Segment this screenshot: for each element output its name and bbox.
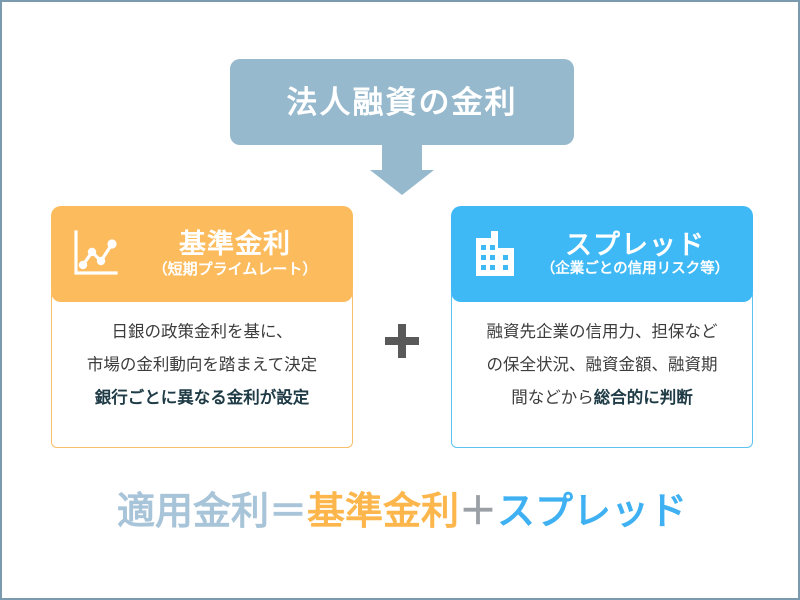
card-spread-header: スプレッド （企業ごとの信用リスク等） (451, 206, 753, 302)
card-spread-body-line-1: 融資先企業の信用力、担保など (486, 323, 718, 341)
card-base-rate: 基準金利 （短期プライムレート） 日銀の政策金利を基に、 市場の金利動向を踏まえ… (51, 206, 353, 448)
card-spread-body-line-3-normal: 間などから (511, 389, 594, 407)
card-spread-body-line-3: 間などから総合的に判断 (462, 382, 742, 415)
formula-spread: スプレッド (497, 491, 688, 533)
line-chart-icon (67, 225, 123, 283)
card-spread-body-line-2: の保全状況、融資金額、融資期 (486, 356, 718, 374)
card-base-rate-body-line-3: 銀行ごとに異なる金利が設定 (94, 389, 310, 407)
card-spread: スプレッド （企業ごとの信用リスク等） 融資先企業の信用力、担保など の保全状況… (451, 206, 753, 448)
card-spread-headtext: スプレッド （企業ごとの信用リスク等） (523, 230, 753, 279)
card-base-rate-header: 基準金利 （短期プライムレート） (51, 206, 353, 302)
card-base-rate-body: 日銀の政策金利を基に、 市場の金利動向を踏まえて決定 銀行ごとに異なる金利が設定 (51, 294, 353, 448)
page-title: 法人融資の金利 (286, 84, 518, 120)
formula-applied-rate: 適用金利 (116, 491, 269, 533)
plus-operator-bar-vertical (398, 324, 406, 358)
card-spread-title: スプレッド (565, 229, 705, 260)
plus-operator-icon (385, 324, 419, 358)
card-spread-body-line-3-emphasis: 総合的に判断 (593, 389, 693, 407)
building-icon (467, 225, 523, 283)
formula-plus: ＋ (459, 491, 498, 533)
card-base-rate-title: 基準金利 (179, 229, 291, 260)
formula-line: 適用金利＝基準金利＋スプレッド (2, 490, 800, 536)
card-base-rate-headtext: 基準金利 （短期プライムレート） (123, 229, 353, 278)
header-banner: 法人融資の金利 (230, 59, 574, 145)
card-base-rate-body-line-1: 日銀の政策金利を基に、 (111, 323, 293, 341)
card-spread-subtitle: （企業ごとの信用リスク等） (540, 260, 730, 277)
card-base-rate-subtitle: （短期プライムレート） (152, 260, 318, 278)
formula-equals: ＝ (268, 491, 307, 533)
card-base-rate-body-line-2: 市場の金利動向を踏まえて決定 (86, 356, 318, 374)
card-spread-body: 融資先企業の信用力、担保など の保全状況、融資金額、融資期 間などから総合的に判… (451, 294, 753, 448)
down-arrow-icon-shaft (382, 143, 422, 173)
down-arrow-icon-head (370, 170, 434, 195)
formula-base-rate: 基準金利 (306, 491, 459, 533)
